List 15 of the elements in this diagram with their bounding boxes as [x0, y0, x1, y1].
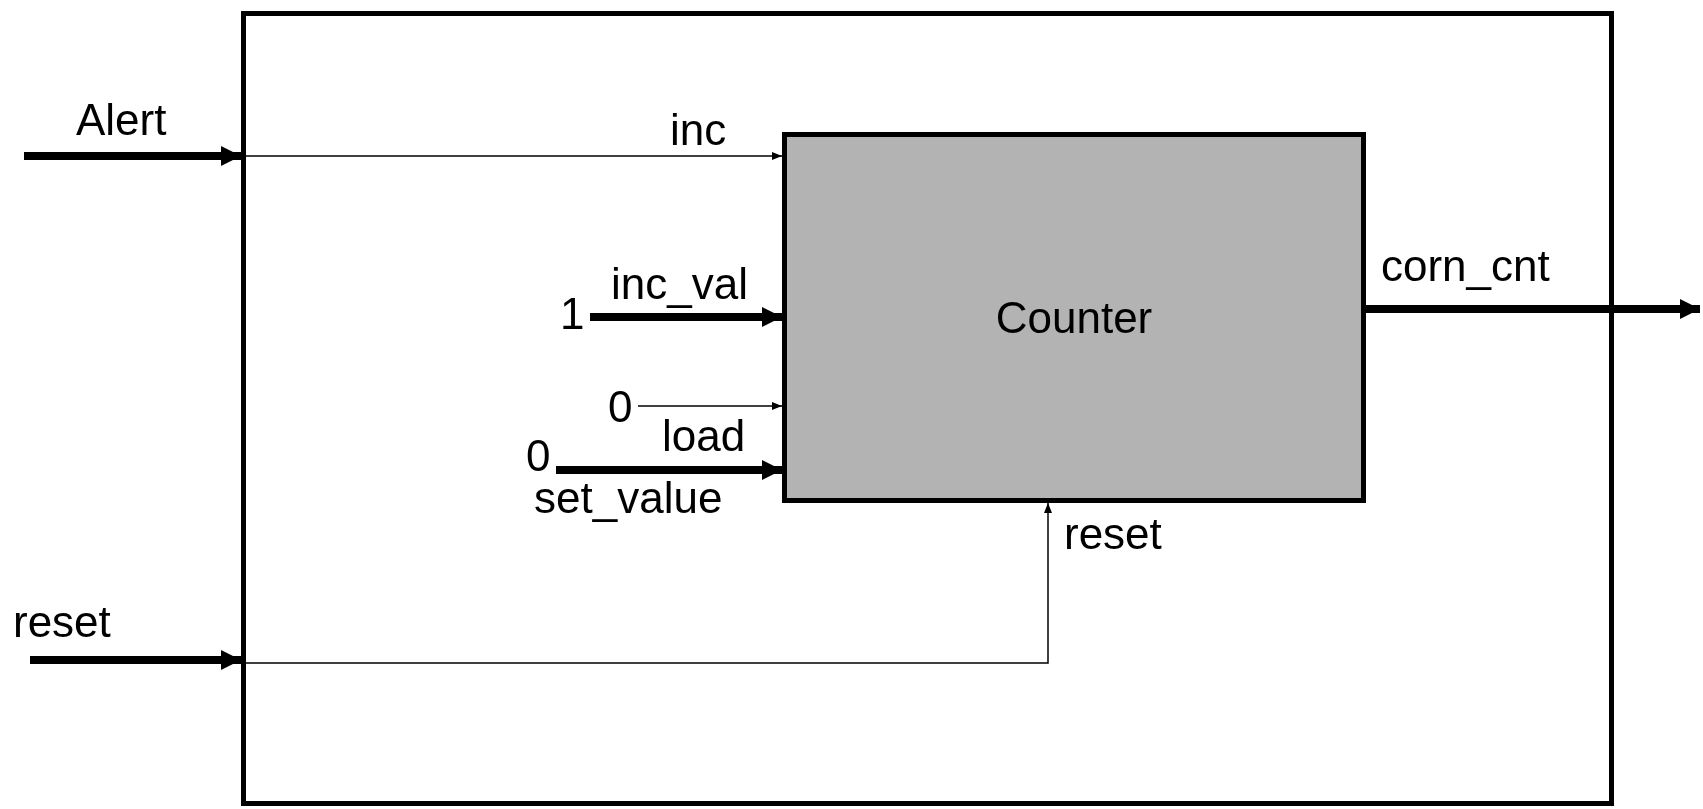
signal-label: inc_val [611, 262, 748, 306]
signal-label: reset [1064, 512, 1162, 556]
constant-value: 0 [608, 385, 638, 429]
constant-value: 0 [526, 434, 556, 478]
signal-label: corn_cnt [1381, 244, 1550, 288]
arrow [1366, 299, 1700, 319]
signal-label: load [662, 414, 746, 458]
counter-block: Counter [782, 132, 1366, 503]
module-box [241, 11, 1614, 806]
signal-label: reset [13, 600, 111, 644]
signal-label: set_value [534, 476, 723, 520]
signal-label: Alert [76, 98, 167, 142]
constant-value: 1 [560, 292, 590, 336]
signal-label: inc [670, 108, 727, 152]
arrow [637, 402, 783, 410]
